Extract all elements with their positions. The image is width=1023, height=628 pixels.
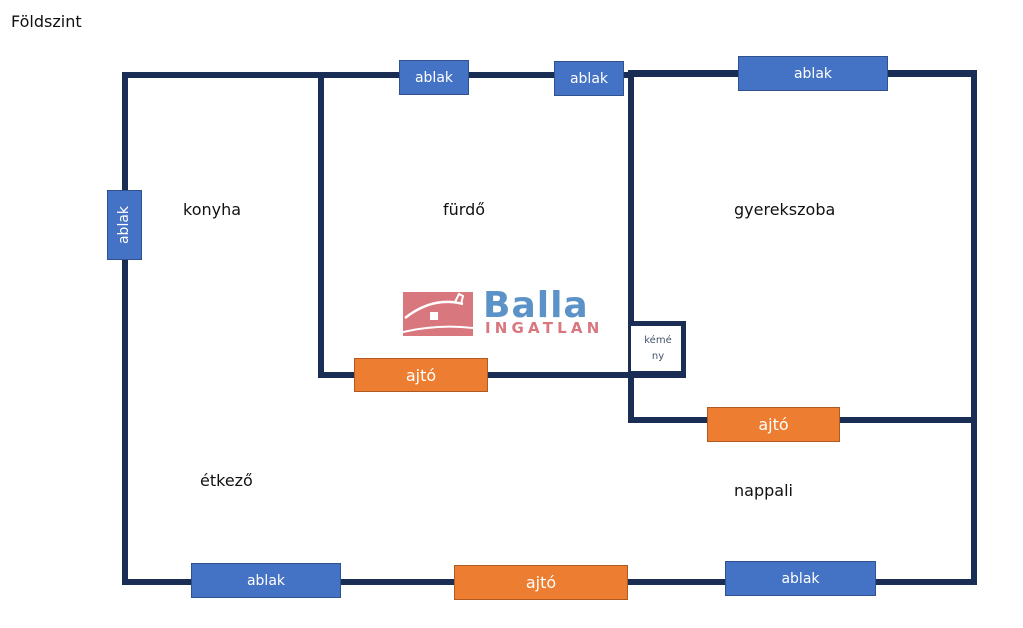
room-kitchen: konyha <box>183 200 242 219</box>
door-label: ajtó <box>525 573 557 592</box>
balla-ingatlan-logo: Balla INGATLAN <box>402 285 623 339</box>
room-bathroom: fürdő <box>443 200 486 219</box>
window-label: ablak <box>414 69 454 86</box>
wall-outer-top-left <box>122 72 632 78</box>
wall-bath-left <box>318 72 324 378</box>
window-label: ablak <box>781 570 820 587</box>
wall-outer-right <box>971 70 977 585</box>
logo-sub: INGATLAN <box>485 319 604 337</box>
window-label: ablak <box>569 70 609 87</box>
window-label: ablak <box>793 65 833 82</box>
window-label: ablak <box>246 572 286 589</box>
door-label: ajtó <box>758 415 789 434</box>
door-bathroom: ajtó <box>354 358 488 392</box>
window-bottom-right: ablak <box>725 561 876 596</box>
window-top-bath-left: ablak <box>399 60 469 95</box>
window-top-kids: ablak <box>738 56 888 91</box>
room-dining: étkező <box>200 471 253 490</box>
room-kids: gyerekszoba <box>734 200 836 219</box>
window-bottom-left: ablak <box>191 563 341 598</box>
door-entrance: ajtó <box>454 565 628 600</box>
floor-title: Földszint <box>11 12 82 31</box>
wall-bath-bottom <box>318 372 686 378</box>
window-label: ablak <box>116 205 133 245</box>
door-label: ajtó <box>405 365 437 385</box>
window-top-bath-right: ablak <box>554 61 624 96</box>
wall-kids-left <box>628 70 634 423</box>
wall-outer-left <box>122 72 128 585</box>
door-kids-room: ajtó <box>707 407 840 442</box>
room-living: nappali <box>734 481 793 500</box>
house-icon <box>402 292 474 336</box>
window-left-kitchen: ablak <box>107 190 142 260</box>
logo-brand: Balla <box>483 285 589 326</box>
